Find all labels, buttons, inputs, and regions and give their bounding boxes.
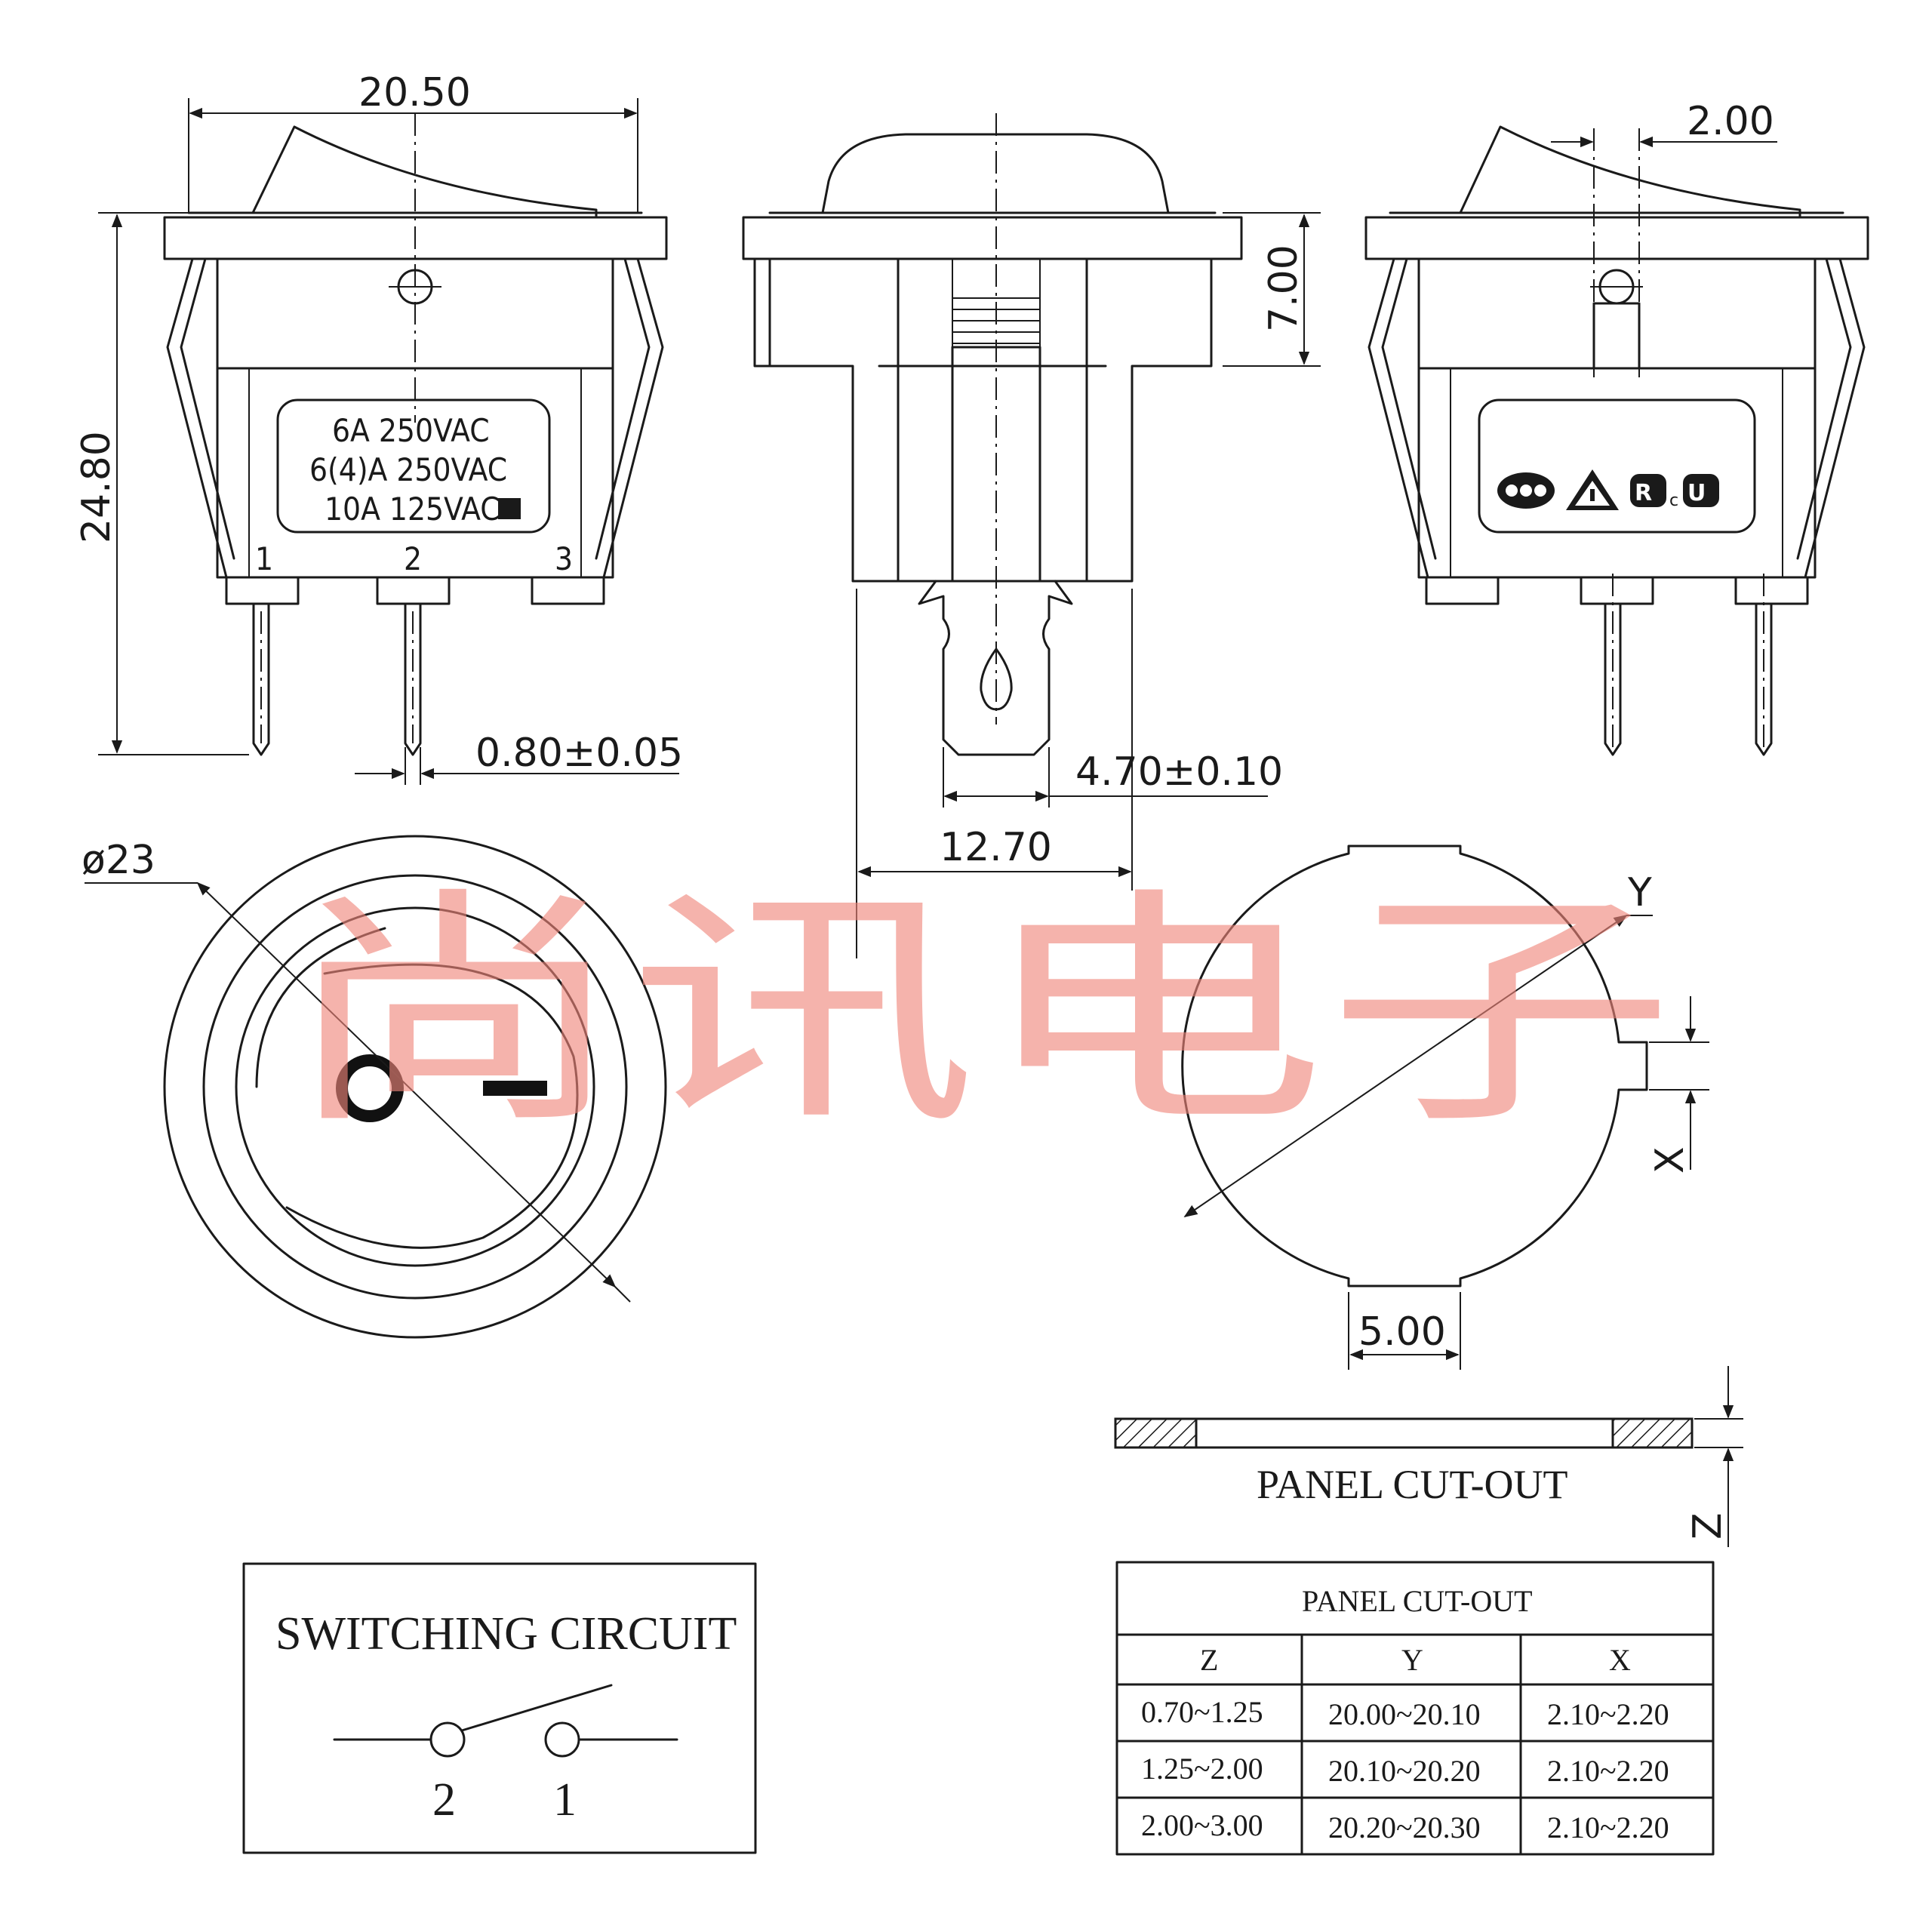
- watermark: 尚讯电子: [279, 867, 1675, 1157]
- svg-text:c: c: [1669, 491, 1678, 510]
- rating-line-2: 6(4)A 250VAC: [309, 451, 507, 488]
- switching-circuit: SWITCHING CIRCUIT 2 1: [242, 1562, 757, 1854]
- cutout-view: Y X 5.00: [1181, 844, 1709, 1370]
- axis-z-label: Z: [1685, 1512, 1730, 1540]
- top-view: ø23: [82, 835, 667, 1339]
- table-cell: 20.10~20.20: [1328, 1754, 1481, 1788]
- dim-diameter: ø23: [82, 838, 155, 883]
- table-cell: 1.25~2.00: [1141, 1752, 1263, 1786]
- front-view: 6A 250VAC 6(4)A 250VAC 10A 125VAC 1 2 3 …: [74, 70, 683, 785]
- pin-number-2: 2: [404, 540, 422, 577]
- ul-mark-icon: R c U: [1630, 474, 1719, 510]
- dim-rocker-offset: 2.00: [1687, 99, 1774, 144]
- dim-pin-width: 0.80±0.05: [475, 731, 683, 776]
- dim-tab-width: 5.00: [1358, 1309, 1446, 1355]
- table-cell: 2.10~2.20: [1547, 1810, 1669, 1844]
- svg-text:R: R: [1635, 480, 1652, 506]
- dim-terminal-width: 4.70±0.10: [1075, 749, 1283, 795]
- table-header-x: X: [1609, 1643, 1631, 1677]
- circuit-terminal-2: 2: [432, 1774, 456, 1826]
- table-cell: 20.00~20.10: [1328, 1697, 1481, 1731]
- rear-view: R c U 2.00: [1364, 99, 1869, 756]
- axis-x-label: X: [1647, 1146, 1693, 1174]
- table-cell: 2.00~3.00: [1141, 1808, 1263, 1842]
- ccc-mark-icon: [1497, 472, 1555, 509]
- table-cell: 20.20~20.30: [1328, 1810, 1481, 1844]
- table-cell: 2.10~2.20: [1547, 1754, 1669, 1788]
- circuit-terminal-1: 1: [553, 1774, 577, 1826]
- table-cell: 0.70~1.25: [1141, 1695, 1263, 1729]
- dim-height: 24.80: [74, 431, 119, 543]
- table-header-y: Y: [1401, 1643, 1423, 1677]
- axis-y-label: Y: [1627, 870, 1652, 915]
- approval-mark-icon: [498, 498, 521, 519]
- table-cell: 2.10~2.20: [1547, 1697, 1669, 1731]
- table-header-z: Z: [1200, 1643, 1218, 1677]
- pin-number-1: 1: [255, 540, 273, 577]
- side-view: 7.00 4.70±0.10 12.70: [742, 113, 1321, 958]
- dim-flange-depth: 7.00: [1261, 245, 1306, 332]
- pin-number-3: 3: [555, 540, 573, 577]
- dim-width: 20.50: [358, 70, 471, 115]
- svg-text:U: U: [1687, 480, 1706, 506]
- panel-cutout-label: PANEL CUT-OUT: [1257, 1462, 1568, 1507]
- cutout-table: PANEL CUT-OUT Z Y X 0.70~1.25 20.00~20.1…: [1115, 1561, 1715, 1856]
- rating-line-1: 6A 250VAC: [332, 412, 490, 449]
- panel-section: Z PANEL CUT-OUT: [1114, 1366, 1743, 1547]
- vde-triangle-icon: [1566, 469, 1619, 510]
- table-title: PANEL CUT-OUT: [1302, 1584, 1533, 1618]
- switching-circuit-title: SWITCHING CIRCUIT: [275, 1608, 737, 1660]
- rating-line-3: 10A 125VAC: [325, 491, 500, 528]
- dim-pin-spacing: 12.70: [940, 825, 1052, 870]
